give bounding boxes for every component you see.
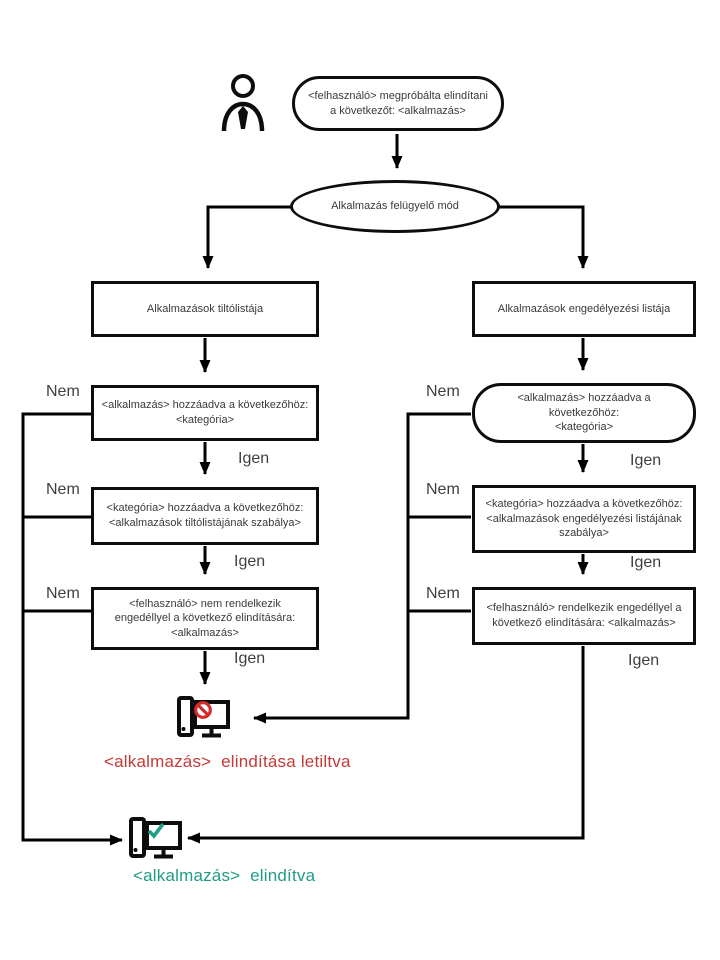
node-allowlist: Alkalmazások engedélyezési listája [472,281,696,337]
node-deny-step1: <alkalmazás> hozzáadva a következőhöz: <… [91,385,319,441]
label-no: Nem [44,585,82,603]
connector-allow-step3-yes-started [187,646,585,844]
label-no: Nem [424,383,462,401]
node-start: <felhasználó> megpróbálta elindítani a k… [292,76,504,131]
node-allow-step1: <alkalmazás> hozzáadva a következőhöz: <… [472,383,696,443]
label-no: Nem [424,585,462,603]
label-yes: Igen [626,652,662,670]
node-denylist: Alkalmazások tiltólistája [91,281,319,337]
label-no: Nem [44,383,82,401]
label-yes: Igen [236,450,272,468]
outcome-blocked-text: <alkalmazás> elindítása letiltva [104,752,351,771]
label-no: Nem [44,481,82,499]
node-allow-step2: <kategória> hozzáadva a következőhöz: <a… [472,485,696,553]
label-yes: Igen [232,650,268,668]
node-control-mode: Alkalmazás felügyelő mód [290,180,500,233]
label-yes: Igen [232,553,268,571]
blocked-computer-icon [177,696,230,738]
allowed-computer-icon [129,817,182,859]
user-icon [221,74,265,132]
node-allow-step3: <felhasználó> rendelkezik engedéllyel a … [472,587,696,645]
label-yes: Igen [628,554,664,572]
label-no: Nem [424,481,462,499]
connector-mode-to-denylist [202,205,292,269]
node-deny-step3: <felhasználó> nem rendelkezik engedéllye… [91,587,319,650]
connector-deny-no-collector [21,412,123,846]
outcome-started-text: <alkalmazás> elindítva [133,866,316,885]
label-yes: Igen [628,452,664,470]
node-deny-step2: <kategória> hozzáadva a következőhöz: <a… [91,487,319,545]
connector-allow-no-collector [253,412,471,724]
connector-mode-to-allowlist [499,205,589,269]
